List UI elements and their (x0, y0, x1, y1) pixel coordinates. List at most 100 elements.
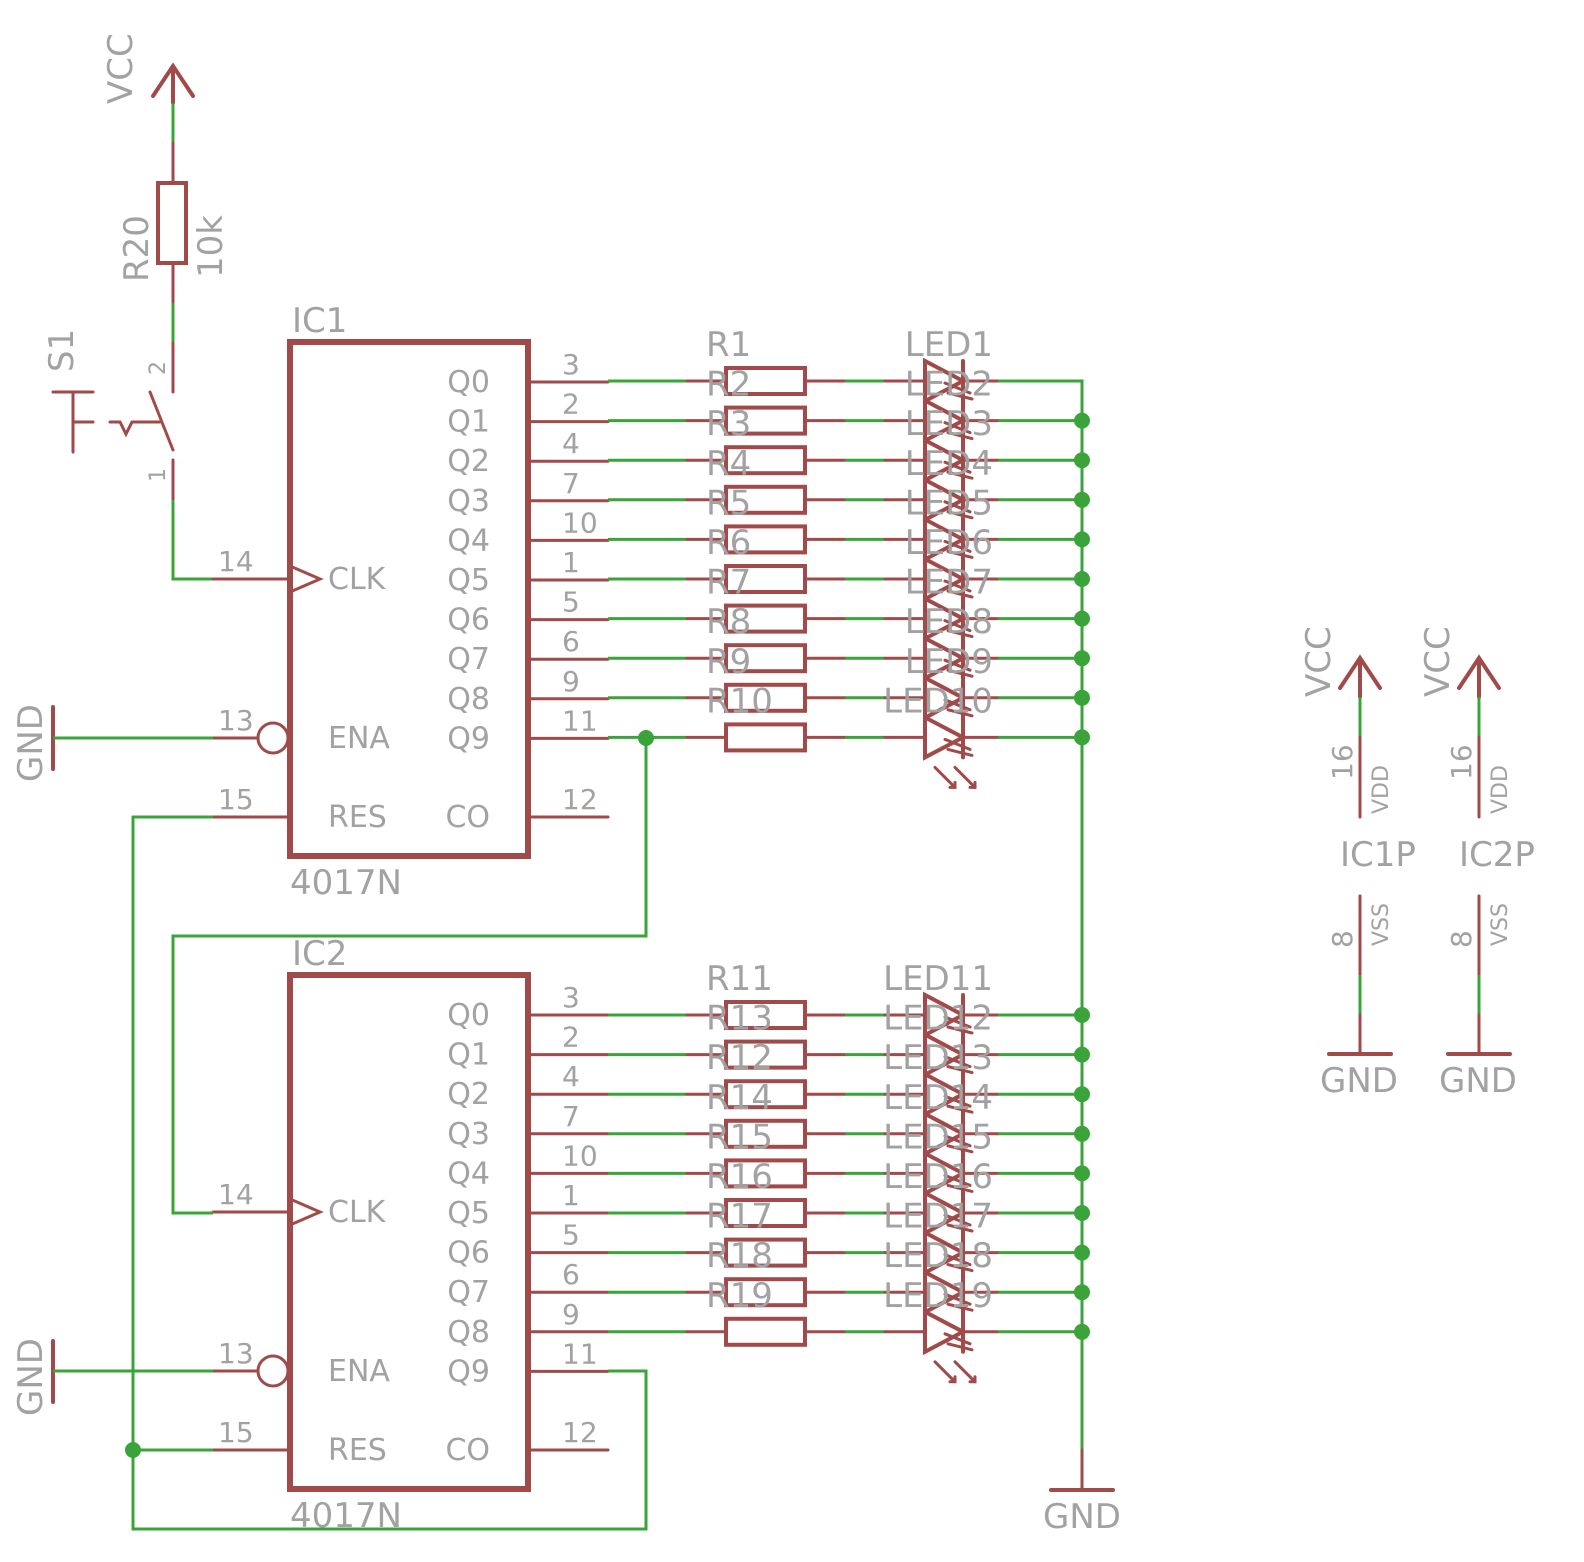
inter-ic-wiring: GND GND (11, 704, 654, 1531)
ic1-pin-number: 3 (562, 348, 580, 381)
vdd-pin-label: VDD (1488, 765, 1513, 814)
vss-pin-number: 8 (1445, 930, 1478, 948)
led-emission-arrow (933, 1360, 977, 1384)
ic2-pin-label: Q0 (447, 998, 490, 1033)
led-emission-arrow (943, 1292, 974, 1312)
led-emission-arrow (943, 1332, 974, 1352)
ic1-pin-number: 2 (562, 388, 580, 421)
gnd-label-ic2: GND (11, 1338, 51, 1416)
ic1-pin-label: Q7 (447, 642, 490, 677)
vdd-pin-label: VDD (1369, 765, 1394, 814)
s1-name: S1 (42, 329, 82, 372)
ic1-pin-number: 9 (562, 665, 580, 698)
led-label: LED12 (883, 999, 993, 1039)
ic2-res-number: 15 (218, 1416, 254, 1449)
ic1-clk-marker (288, 564, 324, 594)
resistor-label: R1 (706, 325, 751, 365)
vcc-symbol-top: VCC (101, 33, 195, 105)
led-emission-arrow (943, 1055, 974, 1075)
led-label: LED8 (905, 602, 993, 642)
led-emission-arrow (943, 460, 974, 480)
led-emission-arrow (943, 421, 974, 441)
led-label: LED9 (905, 642, 993, 682)
led-emission-arrow (943, 579, 974, 599)
led-label: LED14 (883, 1078, 993, 1118)
ic2-4017: IC24017NQ03Q12Q24Q37Q410Q51Q65Q76Q89Q911… (211, 934, 610, 1536)
led-label: LED3 (905, 404, 993, 444)
resistor-label: R19 (706, 1276, 773, 1316)
led-label: LED16 (883, 1157, 993, 1197)
gnd-label-bus: GND (1043, 1497, 1121, 1537)
ic1-pin-label: Q6 (447, 603, 490, 638)
vcc-label: VCC (1418, 626, 1458, 697)
ic2-pin-label: Q4 (447, 1156, 490, 1191)
resistor-label: R15 (706, 1117, 773, 1157)
ic2-pin-number: 11 (562, 1337, 598, 1370)
led-label: LED2 (905, 365, 993, 405)
ic2-pin-number: 9 (562, 1298, 580, 1331)
ic2-co-label: CO (445, 1433, 490, 1468)
led-emission-arrow (943, 658, 974, 678)
ic1-4017: IC14017NQ03Q12Q24Q37Q410Q51Q65Q76Q89Q911… (211, 301, 610, 903)
led-emission-arrow (943, 698, 974, 718)
resistor-label: R6 (706, 523, 751, 563)
ic1-pin-label: Q1 (447, 405, 490, 440)
led-emission-arrow (943, 737, 974, 757)
ic1-pin-number: 10 (562, 506, 598, 539)
ic1-pin-number: 5 (562, 586, 580, 619)
ic2-pin-number: 3 (562, 981, 580, 1014)
ic2-pin-label: Q3 (447, 1117, 490, 1152)
ic1-clk-number: 14 (218, 545, 254, 578)
ic2-pin-label: Q8 (447, 1315, 490, 1350)
resistor-label: R10 (706, 681, 773, 721)
resistor-label: R13 (706, 999, 773, 1039)
gnd-label: GND (1320, 1061, 1398, 1101)
vdd-pin-number: 16 (1326, 744, 1359, 780)
ic1-clk-label: CLK (328, 562, 387, 597)
resistor-label: R5 (706, 483, 751, 523)
resistor-label: R4 (706, 444, 751, 484)
ic1-ena-inverter (256, 721, 290, 755)
ic1-pin-label: Q2 (447, 444, 490, 479)
resistor-body (724, 722, 807, 753)
ic1-ena-label: ENA (328, 721, 390, 756)
vcc-label: VCC (1299, 626, 1339, 697)
ic2-box (287, 972, 531, 1492)
resistor-label: R3 (706, 404, 751, 444)
led-label: LED17 (883, 1197, 993, 1237)
vcc-symbol (1457, 654, 1501, 699)
led-label: LED1 (905, 325, 993, 365)
switch-s1: S1 2 1 (42, 329, 175, 502)
ic1-pin-number: 6 (562, 625, 580, 658)
led-emission-arrow (943, 381, 974, 401)
led-emission-arrow (943, 539, 974, 559)
led-ground-bus: GND (998, 379, 1121, 1537)
ic1-pin-label: Q0 (447, 365, 490, 400)
ic2-pin-label: Q1 (447, 1038, 490, 1073)
ic2-pin-number: 6 (562, 1258, 580, 1291)
ic1-co-label: CO (445, 800, 490, 835)
ic1-ena-number: 13 (218, 704, 254, 737)
led-emission-arrow (943, 1173, 974, 1193)
ic2-pin-label: Q9 (447, 1354, 490, 1389)
led-emission-arrow (943, 1134, 974, 1154)
led-emission-arrow (943, 500, 974, 520)
led-label: LED11 (883, 959, 993, 999)
led-label: LED6 (905, 523, 993, 563)
ic1-value: 4017N (290, 863, 402, 903)
led-label: LED13 (883, 1038, 993, 1078)
resistor-label: R17 (706, 1197, 773, 1237)
vss-pin-label: VSS (1369, 903, 1394, 946)
vdd-pin-number: 16 (1445, 744, 1478, 780)
ic2-pin-number: 2 (562, 1021, 580, 1054)
junction-dot (125, 1442, 141, 1458)
s1-pin2: 2 (146, 361, 171, 375)
ic1-res-number: 15 (218, 783, 254, 816)
junction-dot (638, 730, 654, 746)
resistor-label: R7 (706, 563, 751, 603)
resistor-label: R11 (706, 959, 773, 999)
ic1-co-number: 12 (562, 783, 598, 816)
ic1-res-label: RES (328, 800, 387, 835)
ic1-pin-label: Q5 (447, 563, 490, 598)
